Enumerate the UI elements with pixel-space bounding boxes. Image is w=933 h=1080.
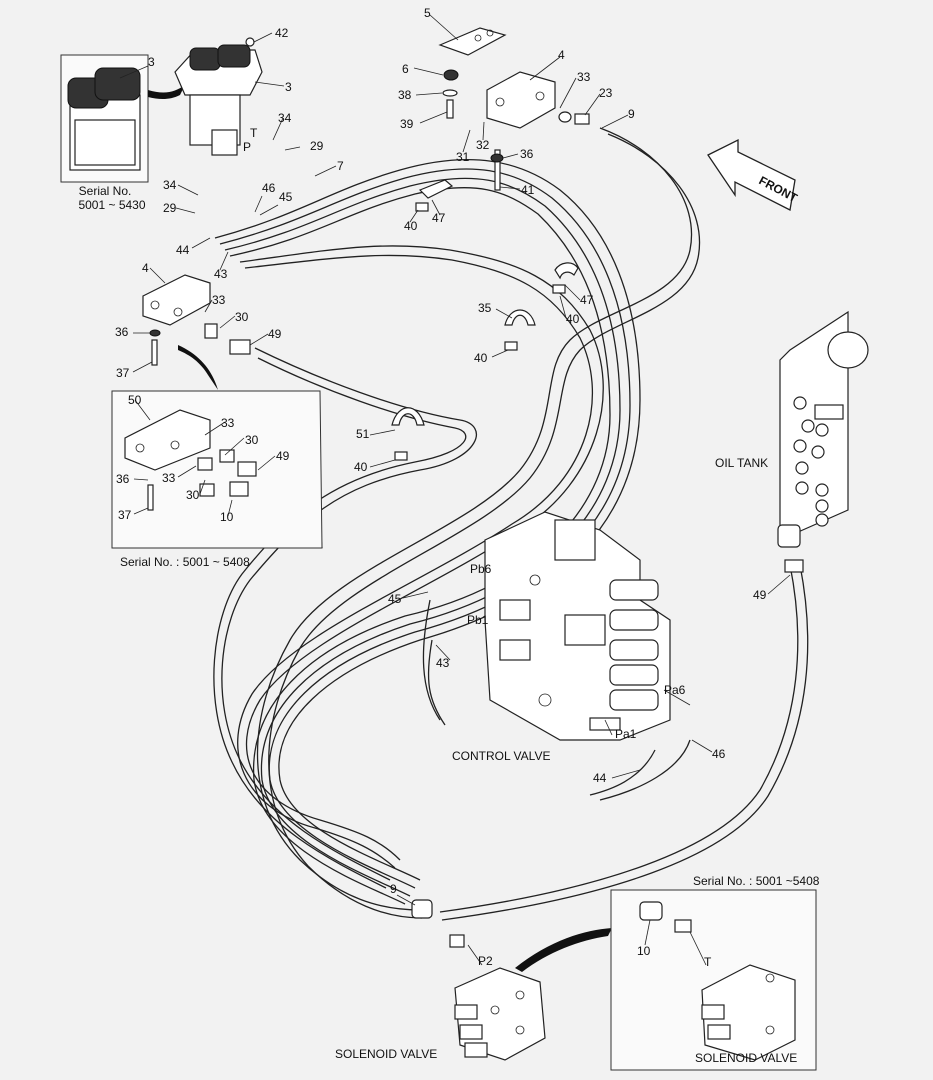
pilot-valve [174, 37, 263, 156]
callout-30-left: 30 [235, 310, 249, 324]
callout-51: 51 [356, 427, 370, 441]
callout-9-bottom: 9 [390, 882, 397, 896]
callout-p2: P2 [478, 954, 493, 968]
callout-33-inset-a: 33 [221, 416, 235, 430]
callout-39: 39 [400, 117, 414, 131]
callout-10-inset3: 10 [637, 944, 651, 958]
callout-41: 41 [521, 183, 535, 197]
control-valve-label: CONTROL VALVE [452, 749, 550, 763]
callout-pb1: Pb1 [467, 613, 489, 627]
callout-42: 42 [275, 26, 289, 40]
callout-p-pilot: P [243, 140, 251, 154]
callout-43-cv: 43 [436, 656, 450, 670]
callout-33-inset-b: 33 [162, 471, 176, 485]
callout-45-cv: 45 [388, 592, 402, 606]
callout-30-inset-b: 30 [186, 488, 200, 502]
oil-tank [777, 310, 869, 573]
callout-44-top: 44 [176, 243, 190, 257]
callout-49-left: 49 [268, 327, 282, 341]
inset-pointer-3 [515, 928, 612, 972]
callout-44-cv: 44 [593, 771, 607, 785]
block-4-left [142, 274, 251, 366]
callout-30-inset-a: 30 [245, 433, 259, 447]
callout-36-inset: 36 [116, 472, 130, 486]
callout-46-cv: 46 [712, 747, 726, 761]
callout-23: 23 [599, 86, 613, 100]
callout-5: 5 [424, 6, 431, 20]
callout-29-top: 29 [310, 139, 324, 153]
serial-inset-2: Serial No. : 5001 ~ 5408 [120, 555, 250, 569]
callout-40-clamp51: 40 [354, 460, 368, 474]
callout-6: 6 [402, 62, 409, 76]
callout-3-inset: 3 [148, 55, 155, 69]
callout-33-left: 33 [212, 293, 226, 307]
inset-pointer-2 [178, 345, 218, 390]
callout-47-mid: 47 [580, 293, 594, 307]
callout-37-inset: 37 [118, 508, 132, 522]
solenoid-valve-inset-label: SOLENOID VALVE [695, 1051, 797, 1065]
solenoid-valve [411, 899, 546, 1061]
callout-4-left: 4 [142, 261, 149, 275]
callout-35: 35 [478, 301, 492, 315]
callout-47-top: 47 [432, 211, 446, 225]
oil-tank-label: OIL TANK [715, 456, 768, 470]
callout-31: 31 [456, 150, 470, 164]
callout-4-top: 4 [558, 48, 565, 62]
callout-pa6: Pa6 [664, 683, 686, 697]
callout-29: 29 [163, 201, 177, 215]
callout-40-top: 40 [404, 219, 418, 233]
callout-38: 38 [398, 88, 412, 102]
callout-3: 3 [285, 80, 292, 94]
control-valve [484, 511, 671, 741]
callout-10-inset: 10 [220, 510, 234, 524]
callout-9-top: 9 [628, 107, 635, 121]
leader-lines [119, 14, 791, 966]
callout-43-top: 43 [214, 267, 228, 281]
callout-pb6: Pb6 [470, 562, 492, 576]
serial-inset-3: Serial No. : 5001 ~5408 [693, 874, 820, 888]
inset-block-50 [111, 390, 323, 549]
callout-37-left: 37 [116, 366, 130, 380]
front-arrow: FRONT [707, 138, 800, 211]
callout-pa1: Pa1 [615, 727, 637, 741]
callout-7: 7 [337, 159, 344, 173]
inset-solenoid [610, 889, 817, 1071]
callout-t-pilot: T [250, 126, 258, 140]
inset-pilot-valve: Serial No. 5001 ~ 5430 [60, 54, 149, 212]
callout-labels: 42 3 3 5 6 38 39 4 33 23 9 34 T P 29 7 3… [115, 6, 767, 969]
callout-32: 32 [476, 138, 490, 152]
inset-pointer-1 [148, 85, 185, 100]
callout-34-top: 34 [278, 111, 292, 125]
callout-t-inset3: T [704, 955, 712, 969]
callout-49-tank: 49 [753, 588, 767, 602]
block-4-top [486, 71, 590, 191]
serial-inset-1-line2: 5001 ~ 5430 [78, 198, 145, 212]
callout-40-mid: 40 [566, 312, 580, 326]
clamps [391, 179, 579, 461]
serial-inset-1-line1: Serial No. [79, 184, 132, 198]
callout-33-top: 33 [577, 70, 591, 84]
callout-49-inset: 49 [276, 449, 290, 463]
callout-34: 34 [163, 178, 177, 192]
callout-40-clamp35: 40 [474, 351, 488, 365]
callout-36-top: 36 [520, 147, 534, 161]
callout-50: 50 [128, 393, 142, 407]
callout-36-left: 36 [115, 325, 129, 339]
callout-45-top: 45 [279, 190, 293, 204]
solenoid-valve-label: SOLENOID VALVE [335, 1047, 437, 1061]
callout-46-top: 46 [262, 181, 276, 195]
bracket-5 [438, 27, 507, 119]
